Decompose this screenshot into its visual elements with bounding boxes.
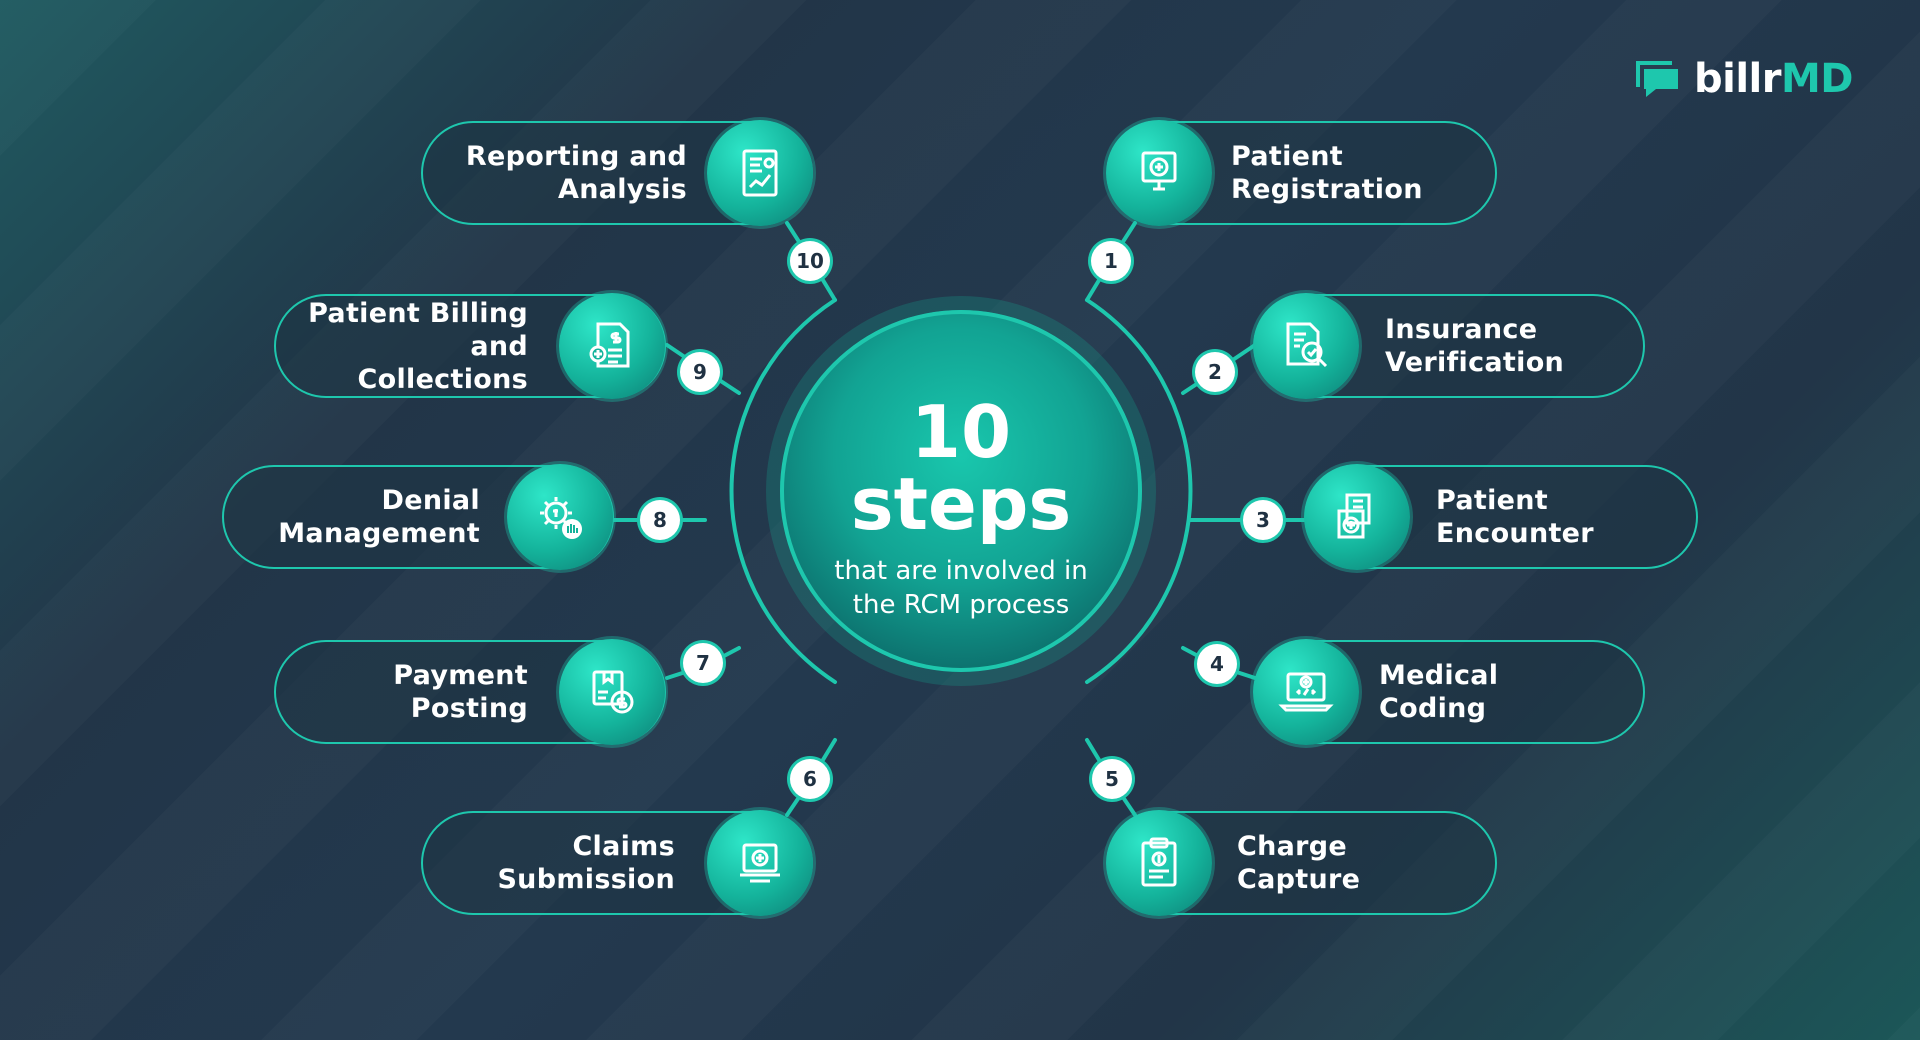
step-6-icon-circle (707, 810, 813, 916)
step-7-icon-circle (559, 639, 665, 745)
report-chart-icon (742, 149, 778, 197)
brand-name-part2: MD (1781, 56, 1854, 102)
step-1-label: Patient Registration (1231, 141, 1423, 205)
step-5-label: Charge Capture (1237, 831, 1361, 895)
step-2-label: Insurance Verification (1385, 314, 1565, 378)
brand-name: billrMD (1694, 56, 1854, 102)
step-5-icon-circle (1106, 810, 1212, 916)
step-4-label: Medical Coding (1379, 660, 1499, 724)
step-3-label: Patient Encounter (1436, 485, 1594, 549)
brand-logo: billrMD (1632, 56, 1854, 102)
step-1-icon-circle (1106, 120, 1212, 226)
laptop-code-icon (1278, 672, 1334, 712)
step-2-icon-circle (1253, 293, 1359, 399)
chat-bubble-logo-icon (1636, 61, 1678, 97)
step-6-label: Claims Submission (497, 831, 675, 895)
step-8-icon-circle (507, 464, 613, 570)
step-4-icon-circle (1253, 639, 1359, 745)
step-2-number-badge: 2 (1195, 352, 1235, 392)
medical-files-icon (1337, 493, 1371, 539)
step-6-number-badge: 6 (790, 759, 830, 799)
ring-arc-left (729, 298, 837, 684)
step-10-icon-circle (707, 120, 813, 226)
step-9-label: Patient Billing and Collections (308, 297, 528, 395)
computer-plus-icon (1141, 151, 1177, 191)
step-3-icon-circle (1304, 464, 1410, 570)
step-10-number-badge: 10 (790, 241, 830, 281)
step-7-label: Payment Posting (393, 660, 528, 724)
step-8-label: Denial Management (278, 485, 480, 549)
gear-hand-icon (540, 497, 582, 539)
step-10-label: Reporting and Analysis (465, 141, 687, 205)
hub-word: steps (850, 462, 1072, 546)
step-9-pill: Patient Billing and Collections (274, 294, 666, 398)
computer-claim-icon (740, 843, 780, 883)
step-1-number-badge: 1 (1091, 241, 1131, 281)
step-7-number-badge: 7 (683, 643, 723, 683)
payment-box-dollar-icon (592, 670, 634, 714)
bill-dollar-icon (589, 322, 630, 368)
step-3-number-badge: 3 (1243, 500, 1283, 540)
step-9-number-badge: 9 (680, 352, 720, 392)
step-8-number-badge: 8 (640, 500, 680, 540)
hub-subtitle: that are involved in the RCM process (834, 556, 1088, 620)
step-4-number-badge: 4 (1197, 644, 1237, 684)
clipboard-dollar-icon (1141, 837, 1177, 887)
document-magnifier-icon (1286, 322, 1328, 368)
step-5-number-badge: 5 (1092, 759, 1132, 799)
ring-arc-right (1085, 298, 1193, 684)
step-9-icon-circle (559, 293, 665, 399)
center-hub: 10 steps that are involved in the RCM pr… (780, 310, 1142, 672)
brand-name-part1: billr (1694, 56, 1782, 102)
hub-number: 10 (910, 390, 1012, 474)
